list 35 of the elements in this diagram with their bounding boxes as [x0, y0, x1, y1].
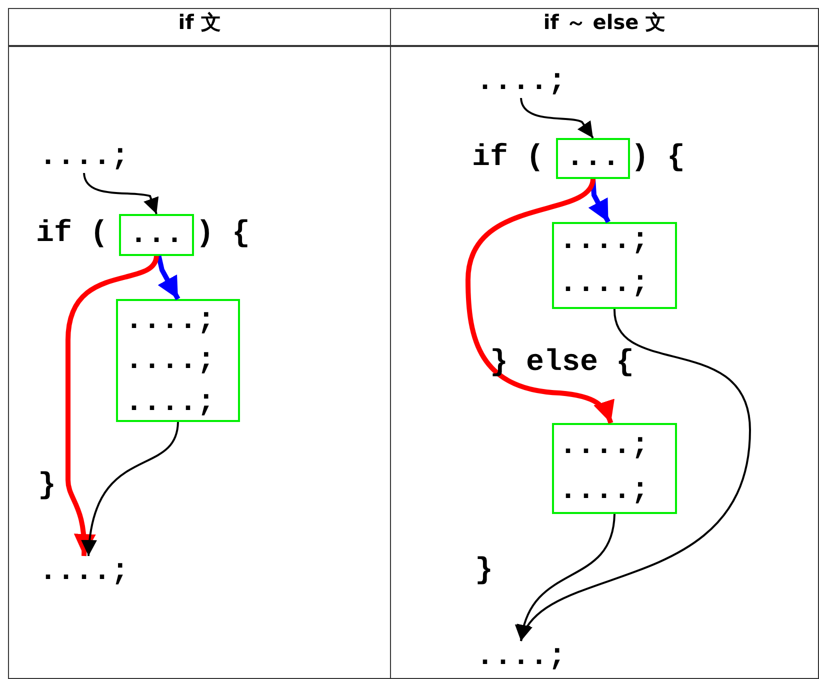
code-line: ....;	[559, 475, 650, 507]
flow-arrow	[588, 178, 610, 224]
code-line: ....;	[559, 268, 650, 300]
flow-arrow	[66, 255, 159, 556]
code-line: ) {	[196, 218, 250, 250]
code-statement: ....;	[476, 66, 566, 98]
code-line: }	[475, 555, 494, 587]
code-statement: ....;	[476, 641, 566, 673]
column-header: if ～ else 文	[542, 9, 667, 36]
code-line: ....;	[125, 305, 216, 337]
block-box	[116, 299, 240, 422]
table-column	[390, 8, 819, 679]
code-line: ) {	[631, 142, 686, 174]
code-statement: ....;	[39, 141, 130, 173]
code-line: ....;	[125, 387, 216, 419]
flow-arrow	[156, 255, 180, 300]
flow-arrow	[520, 98, 594, 139]
flow-arrow	[520, 308, 751, 642]
code-line: ....;	[559, 430, 650, 462]
code-line: if (	[472, 142, 544, 174]
column-header: if 文	[177, 9, 222, 36]
code-line: ....;	[559, 225, 650, 257]
code-line: }	[38, 470, 56, 502]
code-line: ....;	[125, 345, 216, 377]
code-line: } else {	[490, 347, 634, 379]
code-line: if (	[36, 218, 108, 250]
block-box	[552, 222, 677, 309]
condition-box: ...	[119, 214, 194, 256]
flow-arrow	[466, 178, 614, 424]
code-statement: ....;	[39, 556, 130, 588]
flow-arrow	[83, 172, 159, 214]
flow-arrow	[82, 422, 179, 556]
block-box	[552, 423, 677, 514]
flow-arrow	[516, 514, 616, 642]
condition-box: ...	[556, 138, 630, 179]
